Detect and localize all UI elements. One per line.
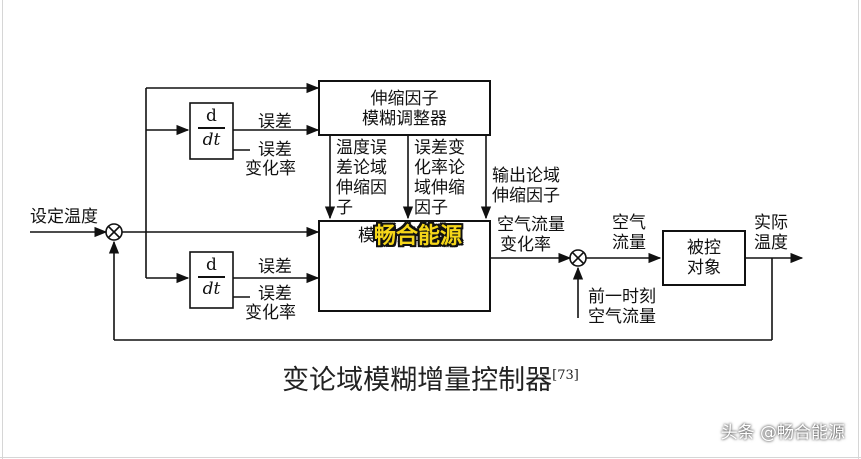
upper-error-label: 误差 bbox=[258, 112, 292, 132]
right-border bbox=[858, 0, 859, 459]
upper-derivative-symbol: d dt bbox=[196, 106, 227, 150]
temp-error-factor-4: 子 bbox=[336, 198, 353, 218]
lower-derivative-num: d bbox=[206, 255, 217, 275]
error-rate-factor-1: 误差变 bbox=[414, 138, 465, 158]
center-watermark: 畅合能源 bbox=[374, 224, 463, 249]
fuzzy-controller-box bbox=[318, 220, 491, 312]
actual-temp-2: 温度 bbox=[754, 233, 788, 253]
actual-temp-1: 实际 bbox=[754, 213, 788, 233]
error-rate-factor-4: 因子 bbox=[414, 198, 448, 218]
airflow-change-1: 空气流量 bbox=[497, 215, 565, 235]
output-factor-1: 输出论域 bbox=[492, 166, 560, 186]
temp-error-factor-3: 伸缩因 bbox=[336, 178, 387, 198]
bottom-border bbox=[0, 457, 861, 458]
lower-error-rate-label-2: 变化率 bbox=[245, 303, 296, 323]
left-border bbox=[2, 0, 3, 459]
scaling-box-title-line2: 模糊调整器 bbox=[362, 109, 447, 129]
plant-box bbox=[662, 230, 746, 286]
airflow-change-2: 变化率 bbox=[500, 235, 551, 255]
upper-derivative-box bbox=[189, 102, 234, 160]
upper-error-rate-label-1: 误差 bbox=[258, 140, 292, 160]
scaling-box-title-line1: 伸缩因子 bbox=[370, 89, 439, 109]
temp-error-factor-1: 温度误 bbox=[336, 138, 387, 158]
lower-derivative-symbol: d dt bbox=[196, 255, 227, 299]
fuzzy-controller-title: 模糊控制器 bbox=[358, 226, 443, 246]
upper-derivative-num: d bbox=[206, 106, 217, 126]
output-factor-2: 伸缩因子 bbox=[492, 186, 560, 206]
temp-error-factor-2: 差论域 bbox=[336, 158, 387, 178]
lower-derivative-box bbox=[189, 251, 234, 309]
setpoint-label: 设定温度 bbox=[30, 207, 98, 227]
upper-error-rate-label-2: 变化率 bbox=[245, 159, 296, 179]
lower-error-label: 误差 bbox=[258, 257, 292, 277]
airflow-label-1: 空气 bbox=[612, 213, 646, 233]
caption-ref: [73] bbox=[552, 368, 579, 383]
caption-text: 变论域模糊增量控制器 bbox=[282, 365, 553, 396]
plant-label-line1: 被控 bbox=[687, 238, 721, 258]
upper-derivative-den: dt bbox=[202, 129, 221, 150]
figure-caption: 变论域模糊增量控制器[73] bbox=[0, 358, 861, 397]
error-rate-factor-3: 域伸缩 bbox=[414, 178, 465, 198]
plant-label-line2: 对象 bbox=[687, 258, 721, 278]
airflow-label-2: 流量 bbox=[612, 233, 646, 253]
error-rate-factor-2: 化率论 bbox=[414, 158, 465, 178]
lower-derivative-den: dt bbox=[202, 278, 221, 299]
lower-error-rate-label-1: 误差 bbox=[258, 284, 292, 304]
corner-watermark: 头条 @畅合能源 bbox=[720, 423, 845, 443]
prev-airflow-1: 前一时刻 bbox=[588, 287, 656, 307]
prev-airflow-2: 空气流量 bbox=[588, 307, 656, 327]
scaling-factor-adjuster-box bbox=[318, 80, 491, 136]
